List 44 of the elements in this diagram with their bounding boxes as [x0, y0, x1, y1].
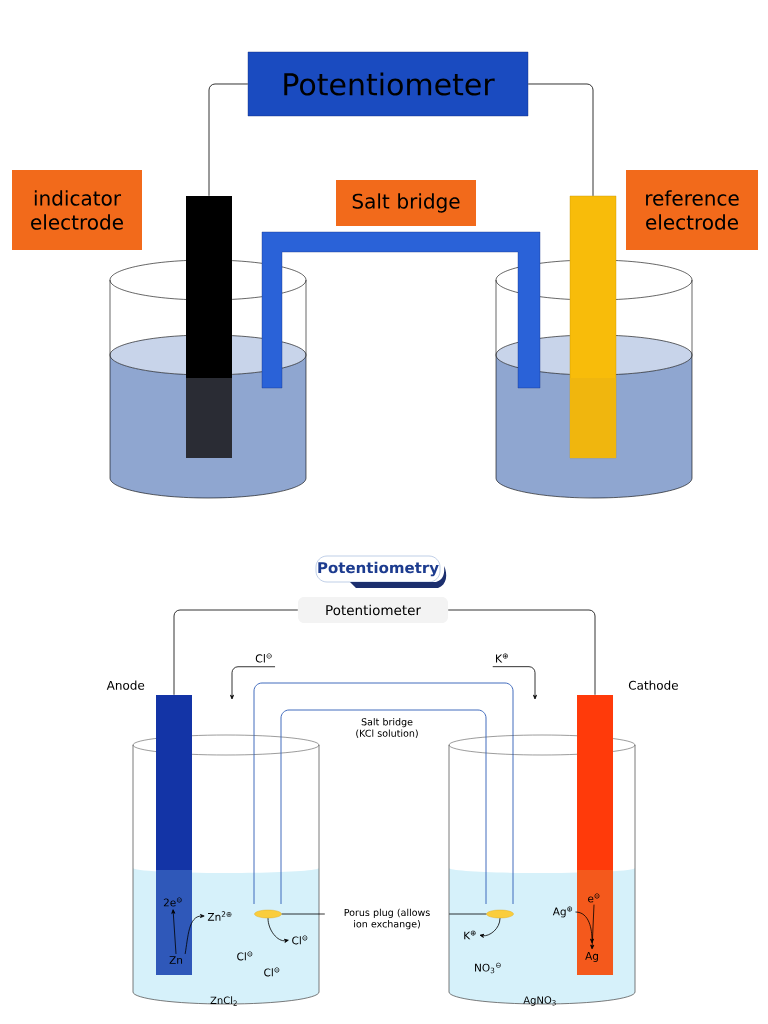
- wire: [527, 83, 594, 197]
- porous-plug: [254, 909, 282, 919]
- electrode-rod: [186, 196, 232, 458]
- chemical-label: AgNO$_{3}$: [523, 996, 556, 1006]
- wire: [447, 609, 596, 696]
- chemical-label: Cl$^{⊖}$: [237, 951, 253, 961]
- ion-label: K$^{⊕}$: [464, 930, 476, 940]
- label-box: reference electrode: [626, 170, 758, 250]
- leader-line: [448, 913, 487, 915]
- ion-label: Ag: [585, 952, 598, 962]
- ion-label: K$^{⊕}$: [496, 653, 508, 663]
- ion-label: Zn: [169, 956, 183, 964]
- chemical-label: Cl$^{⊖}$: [264, 967, 280, 977]
- instrument-box: Potentiometer: [247, 51, 529, 117]
- label-box: Salt bridge: [336, 180, 476, 226]
- electrode-rod: [156, 695, 192, 975]
- arrow: [590, 904, 595, 950]
- ion-label: e$^{⊖}$: [588, 893, 600, 903]
- arrow: [171, 909, 177, 955]
- ion-label: Zn$^{2⊕}$: [207, 911, 232, 921]
- ion-label: Cl$^{⊖}$: [292, 935, 308, 945]
- electrode-label: Anode: [106, 680, 145, 690]
- title-badge: Potentiometry: [315, 555, 447, 588]
- bridge-label: Salt bridge (KCl solution): [356, 718, 418, 738]
- electrode-rod: [577, 695, 613, 975]
- instrument-box: Potentiometer: [298, 597, 448, 623]
- ion-label: 2e$^{⊖}$: [163, 897, 182, 907]
- chemical-label: ZnCl$_{2}$: [210, 996, 237, 1006]
- plug-label: Porus plug (allows ion exchange): [344, 908, 430, 930]
- electrode-label: Cathode: [628, 680, 678, 690]
- arrow: [184, 914, 205, 955]
- wire: [173, 609, 299, 696]
- leader-line: [281, 913, 326, 915]
- label-box: indicator electrode: [12, 170, 142, 250]
- arrow: [267, 917, 289, 943]
- arrow: [230, 666, 276, 700]
- wire: [208, 83, 249, 197]
- ion-label: Cl$^{⊖}$: [255, 653, 272, 663]
- electrode-rod: [569, 195, 617, 459]
- porous-plug: [486, 909, 514, 919]
- ion-label: Ag$^{⊕}$: [552, 906, 573, 918]
- arrow: [492, 666, 537, 700]
- arrow: [575, 911, 594, 944]
- arrow: [479, 917, 501, 938]
